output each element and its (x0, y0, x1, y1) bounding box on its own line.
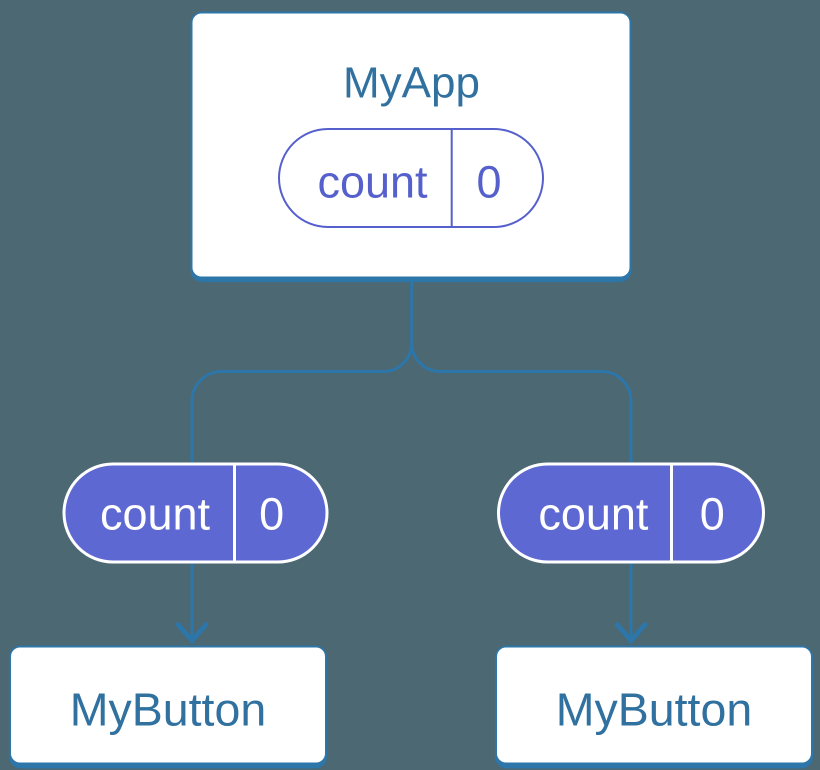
svg-text:count: count (100, 489, 211, 540)
svg-text:0: 0 (476, 157, 501, 208)
svg-text:MyButton: MyButton (556, 684, 752, 736)
svg-text:0: 0 (700, 489, 725, 540)
svg-text:MyButton: MyButton (70, 684, 266, 736)
svg-text:count: count (317, 157, 428, 208)
svg-text:0: 0 (259, 489, 284, 540)
svg-text:MyApp: MyApp (343, 59, 480, 108)
svg-text:count: count (538, 489, 649, 540)
